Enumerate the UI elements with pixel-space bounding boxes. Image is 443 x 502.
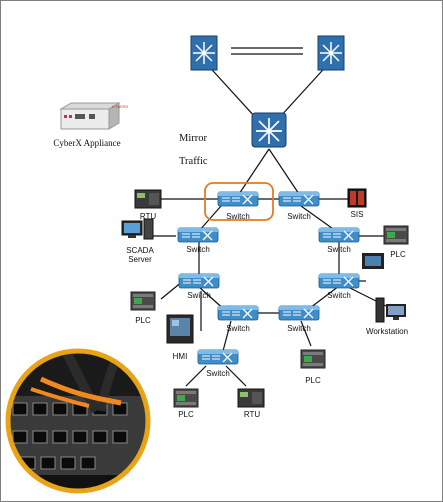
plc-bottom-icon (173, 388, 199, 408)
mirror-traffic-line2: Traffic (179, 156, 208, 167)
switch-right-1-icon (318, 227, 360, 243)
sis-icon (347, 188, 367, 208)
network-port-photo (5, 348, 151, 494)
switch-top-right-label: Switch (287, 212, 311, 221)
scada-server-icon (121, 218, 154, 240)
plc-left-label: PLC (135, 316, 151, 325)
rtu-top-label: RTU (140, 212, 157, 221)
sis-label: SIS (351, 210, 364, 219)
plc-bottom-label: PLC (178, 410, 194, 419)
switch-top-left-icon (217, 191, 259, 207)
switch-top-right-icon (278, 191, 320, 207)
hmi-panel-right-icon (362, 253, 384, 269)
workstation-label: Workstation (366, 327, 408, 336)
rtu-bottom-label: RTU (244, 410, 261, 419)
core-link (231, 47, 303, 55)
switch-bottom-mid-left-icon (217, 305, 259, 321)
switch-right-2-icon (318, 273, 360, 289)
network-links (151, 60, 387, 387)
switch-bottom-mid-left-label: Switch (226, 324, 250, 333)
mirror-traffic-line1: Mirror (179, 133, 207, 144)
switch-top-left-label: Switch (226, 212, 250, 221)
plc-left-icon (130, 291, 156, 311)
workstation-icon (375, 297, 406, 323)
switch-bottom-mid-right-icon (278, 305, 320, 321)
core-switch-right-icon (317, 35, 345, 71)
switch-left-2-icon (178, 273, 220, 289)
rtu-top-icon (134, 189, 162, 209)
hmi-label: HMI (173, 352, 188, 361)
plc-bottom-right-icon (300, 349, 326, 369)
switch-left-1-icon (177, 227, 219, 243)
plc-bottom-right-label: PLC (305, 376, 321, 385)
cyberx-appliance-icon: CYBERX (59, 102, 129, 130)
scada-label-line2: Server (128, 255, 152, 264)
appliance-brand-text: CYBERX (112, 104, 129, 109)
hmi-icon (166, 314, 194, 344)
plc-right-top-icon (383, 225, 409, 245)
switch-bottom-icon (197, 349, 239, 365)
core-switch-left-icon (190, 35, 218, 71)
mirror-highlight-box (204, 182, 274, 221)
switch-left-2-label: Switch (187, 291, 211, 300)
distribution-switch-icon (251, 112, 287, 148)
rtu-bottom-icon (237, 388, 265, 408)
appliance-label: CyberX Appliance (53, 138, 120, 148)
switch-right-2-label: Switch (327, 291, 351, 300)
switch-left-1-label: Switch (186, 245, 210, 254)
switch-bottom-mid-right-label: Switch (287, 324, 311, 333)
switch-bottom-label: Switch (206, 369, 230, 378)
switch-right-1-label: Switch (327, 245, 351, 254)
scada-label-line1: SCADA (126, 246, 154, 255)
plc-right-top-label: PLC (390, 250, 406, 259)
